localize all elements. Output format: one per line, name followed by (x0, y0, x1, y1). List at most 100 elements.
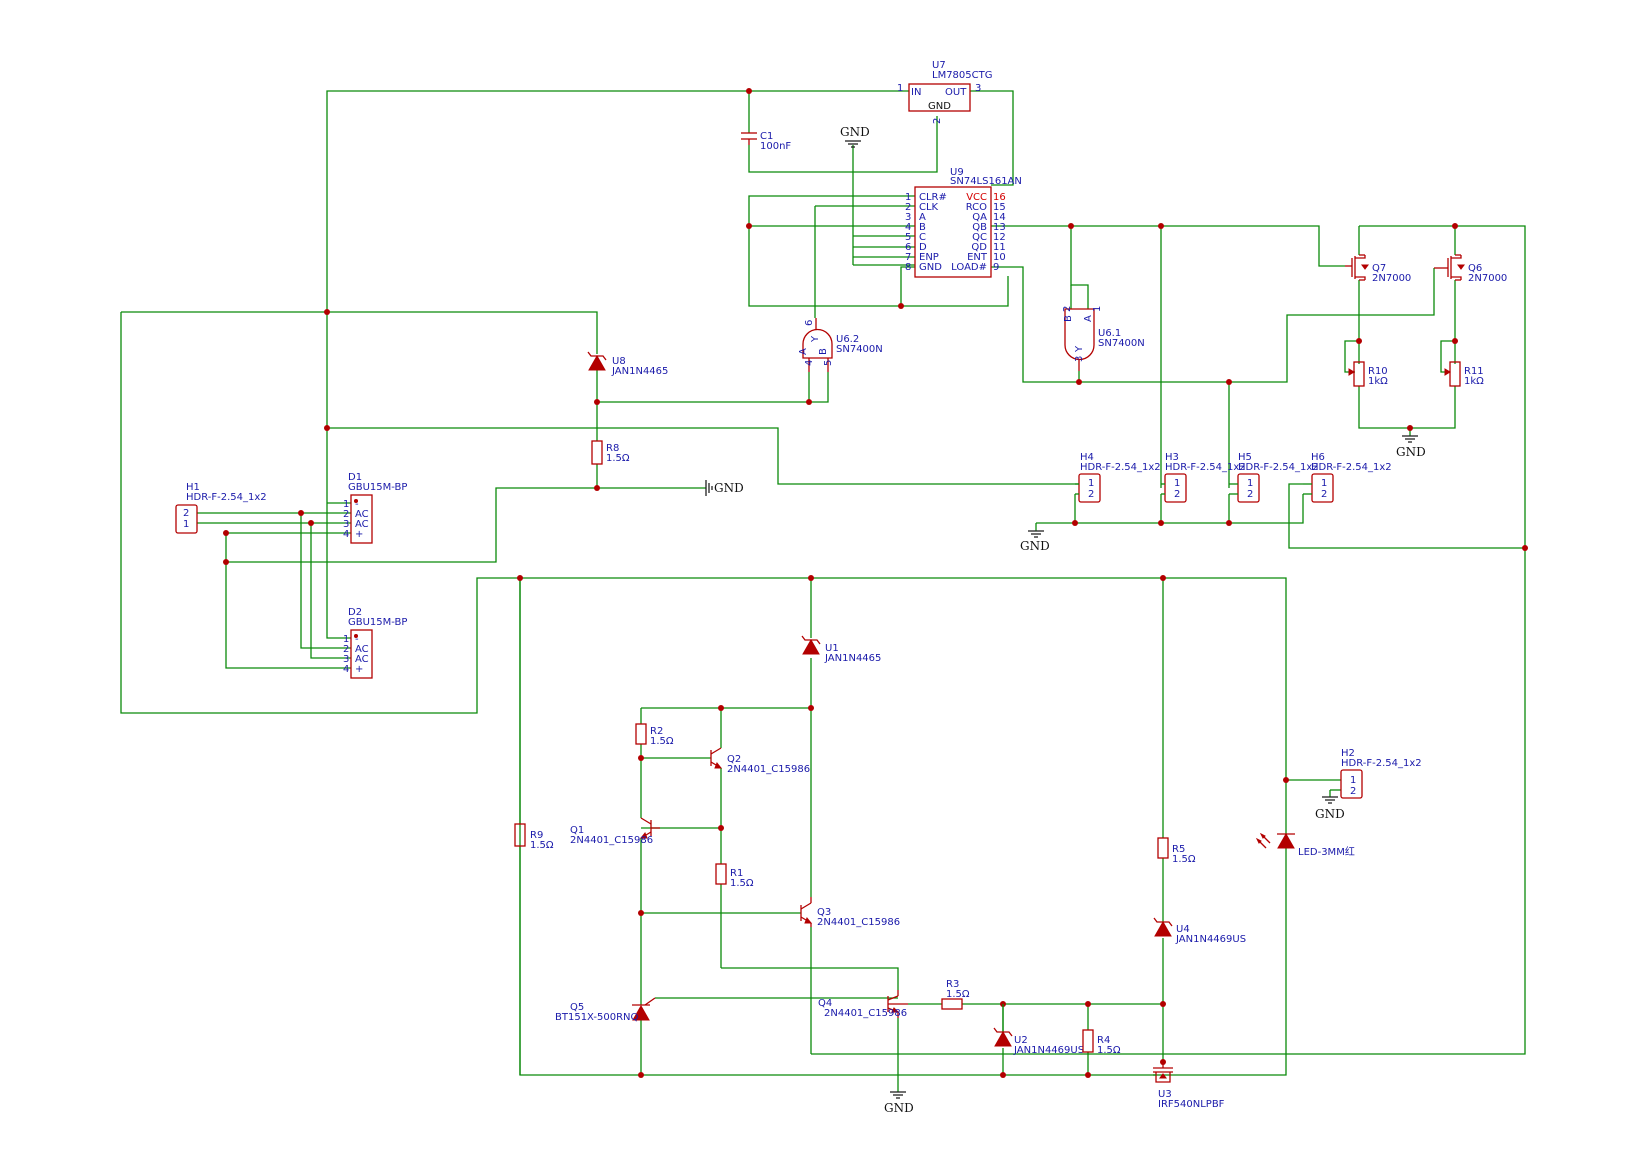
svg-text:U4: U4 (1176, 924, 1190, 935)
bridge-pin-num: 4 (343, 664, 349, 675)
svg-text:H4: H4 (1080, 452, 1094, 463)
svg-text:1: 1 (1174, 478, 1180, 489)
u9-pin-name: VCC (966, 192, 987, 203)
q6-mosfet: Q6 2N7000 (1434, 254, 1507, 284)
bridge-pin-name: AC (355, 654, 369, 665)
svg-text:H3: H3 (1165, 452, 1179, 463)
u9-pin-num: 1 (905, 192, 911, 203)
svg-text:Y: Y (1074, 345, 1085, 353)
svg-text:SN74LS161AN: SN74LS161AN (950, 176, 1022, 187)
svg-text:1: 1 (1321, 478, 1327, 489)
svg-text:2N4401_C15986: 2N4401_C15986 (817, 917, 900, 928)
u9-pin-name: QB (972, 222, 987, 233)
svg-text:B: B (818, 348, 829, 355)
svg-text:2N4401_C15986: 2N4401_C15986 (824, 1008, 907, 1019)
svg-text:1.5Ω: 1.5Ω (650, 736, 674, 747)
svg-text:Y: Y (810, 335, 821, 343)
q1-transistor: Q1 2N4401_C15986 (570, 817, 660, 846)
svg-text:C1: C1 (760, 131, 773, 142)
svg-text:Q2: Q2 (727, 754, 741, 765)
svg-text:U2: U2 (1014, 1035, 1028, 1046)
u9-pin-num: 9 (993, 262, 999, 273)
svg-text:2N7000: 2N7000 (1468, 273, 1507, 284)
u9-pin-name: ENT (967, 252, 988, 263)
u9-pin-name: QD (971, 242, 987, 253)
u9-pin-num: 14 (993, 212, 1006, 223)
svg-text:R11: R11 (1464, 366, 1484, 377)
q2-transistor: Q2 2N4401_C15986 (710, 747, 810, 775)
bridge-pin-num: 1 (343, 499, 349, 510)
svg-text:HDR-F-2.54_1x2: HDR-F-2.54_1x2 (1238, 462, 1319, 473)
svg-text:IRF540NLPBF: IRF540NLPBF (1158, 1099, 1225, 1110)
svg-text:1kΩ: 1kΩ (1368, 376, 1388, 387)
svg-text:H1: H1 (186, 482, 200, 493)
svg-text:GND: GND (840, 125, 870, 139)
gnd-symbol-h2: GND (1315, 790, 1345, 821)
svg-text:HDR-F-2.54_1x2: HDR-F-2.54_1x2 (1165, 462, 1246, 473)
h4-header: 1 2 H4 HDR-F-2.54_1x2 (1078, 452, 1161, 503)
svg-text:1.5Ω: 1.5Ω (1097, 1045, 1121, 1056)
svg-text:4: 4 (804, 360, 815, 366)
c1-capacitor: C1 100nF (741, 131, 791, 152)
svg-text:U7: U7 (932, 60, 946, 71)
q4-transistor: Q4 2N4401_C15986 (818, 990, 908, 1019)
gnd-symbol-u9: GND (840, 125, 870, 148)
svg-text:U1: U1 (825, 643, 839, 654)
svg-text:Q6: Q6 (1468, 263, 1482, 274)
svg-text:HDR-F-2.54_1x2: HDR-F-2.54_1x2 (1341, 758, 1422, 769)
svg-text:H6: H6 (1311, 452, 1325, 463)
svg-text:D2: D2 (348, 607, 362, 618)
svg-text:LED-3MM红: LED-3MM红 (1298, 845, 1355, 858)
svg-text:U6.1: U6.1 (1098, 328, 1121, 339)
u9-pin-name: RCO (966, 202, 987, 213)
svg-text:GND: GND (714, 481, 744, 495)
bridge-pin-name: + (355, 529, 363, 540)
svg-text:JAN1N4469US: JAN1N4469US (1013, 1045, 1084, 1056)
svg-text:GND: GND (1315, 807, 1345, 821)
svg-text:3: 3 (975, 83, 981, 94)
u3-mosfet: U3 IRF540NLPBF (1153, 1062, 1225, 1110)
svg-text:Q5: Q5 (570, 1002, 584, 1013)
bridge-pin-name: + (355, 664, 363, 675)
bridge-pin-num: 2 (343, 509, 349, 520)
r2-resistor: R2 1.5Ω (635, 723, 674, 747)
u9-pin-num: 3 (905, 212, 911, 223)
svg-text:U3: U3 (1158, 1089, 1172, 1100)
u9-pin-num: 4 (905, 222, 911, 233)
svg-text:2: 2 (932, 118, 943, 124)
u9-pin-num: 7 (905, 252, 911, 263)
u9-pin-num: 10 (993, 252, 1006, 263)
u2-zener-diode: U2 JAN1N4469US (993, 1004, 1084, 1056)
svg-text:D1: D1 (348, 472, 362, 483)
r4-resistor: R4 1.5Ω (1082, 1029, 1121, 1056)
q5-thyristor: Q5 BT151X-500RNQ (555, 997, 656, 1023)
svg-text:Q4: Q4 (818, 998, 832, 1009)
svg-text:5: 5 (823, 360, 834, 366)
svg-text:2N4401_C15986: 2N4401_C15986 (727, 764, 810, 775)
bridge-pin-name: AC (355, 509, 369, 520)
bridge-pin-name: - (355, 634, 359, 645)
svg-text:LM7805CTG: LM7805CTG (932, 70, 993, 81)
svg-text:GND: GND (928, 101, 951, 112)
svg-text:R9: R9 (530, 830, 543, 841)
svg-text:OUT: OUT (945, 87, 967, 98)
svg-text:3: 3 (1074, 356, 1085, 362)
svg-text:HDR-F-2.54_1x2: HDR-F-2.54_1x2 (1080, 462, 1161, 473)
u9-pin-name: B (919, 222, 926, 233)
r11-potentiometer: R11 1kΩ (1444, 361, 1484, 387)
svg-text:1: 1 (1247, 478, 1253, 489)
u9-pin-name: QA (972, 212, 987, 223)
h5-header: 1 2 H5 HDR-F-2.54_1x2 (1237, 452, 1319, 503)
q3-transistor: Q3 2N4401_C15986 (800, 897, 900, 928)
svg-text:2N7000: 2N7000 (1372, 273, 1411, 284)
svg-text:1.5Ω: 1.5Ω (946, 989, 970, 1000)
u1-zener-diode: U1 JAN1N4465 (801, 635, 881, 664)
u9-pin-num: 6 (905, 242, 911, 253)
u9-pin-num: 12 (993, 232, 1006, 243)
bridge-pin-name: AC (355, 644, 369, 655)
svg-text:1: 1 (1088, 478, 1094, 489)
u9-pin-name: QC (972, 232, 987, 243)
svg-text:Q7: Q7 (1372, 263, 1386, 274)
